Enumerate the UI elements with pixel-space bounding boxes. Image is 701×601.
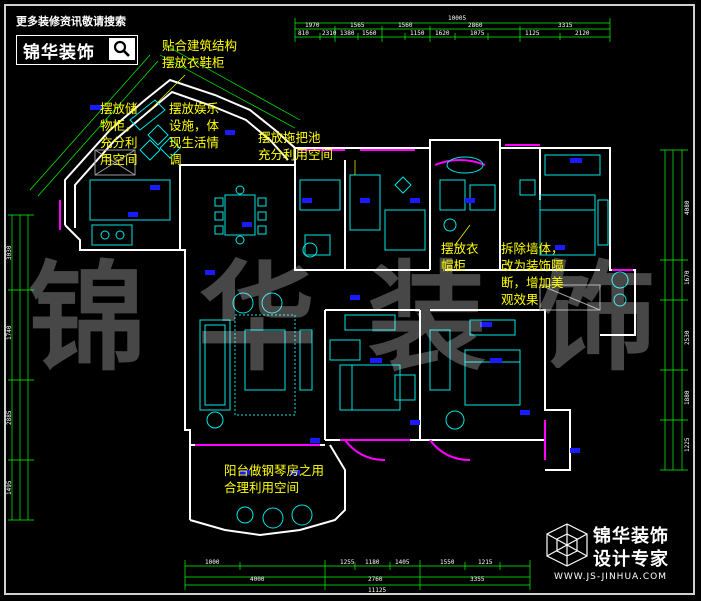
dim-bottom-detail-3: 1180 xyxy=(365,559,380,566)
company-logo: 锦华装饰 设计专家 WWW.JS-JINHUA.COM xyxy=(540,518,690,590)
dimension-right-labels: 4080 1670 2530 1880 1225 xyxy=(684,200,691,452)
note-balcony-piano: 阳台做钢琴房之用 合理利用空间 xyxy=(224,463,325,495)
note-mop-sink: 摆放拖把池 充分利用空间 xyxy=(258,130,334,162)
dim-right-seg-2: 1670 xyxy=(684,270,691,285)
dim-bottom-detail-6: 1215 xyxy=(478,559,493,566)
partitions xyxy=(94,149,601,311)
dim-top-detail-7: 1075 xyxy=(470,30,485,37)
dim-right-seg-1: 4080 xyxy=(684,200,691,215)
dim-bottom-detail-2: 1255 xyxy=(340,559,355,566)
dim-top-detail-3: 1380 xyxy=(340,30,355,37)
logo-name: 锦华装饰 xyxy=(593,526,669,547)
furniture xyxy=(89,99,629,529)
dim-bottom-seg-3: 3355 xyxy=(470,576,485,583)
dim-right-seg-5: 1225 xyxy=(684,437,691,452)
dim-top-seg-4: 2860 xyxy=(468,22,483,29)
dim-top-detail-2: 2310 xyxy=(322,30,337,37)
dim-top-detail-1: 810 xyxy=(298,30,309,37)
dimension-top xyxy=(294,18,611,42)
brand-search-box[interactable]: 锦华装饰 xyxy=(16,35,138,65)
room-label-blocks xyxy=(90,105,582,475)
dimension-left-labels: 3030 1740 2885 1495 xyxy=(6,245,13,495)
dim-right-seg-4: 1880 xyxy=(684,390,691,405)
note-shoe-cabinet: 贴合建筑结构 摆放衣鞋柜 xyxy=(162,38,238,70)
dimension-right xyxy=(660,149,688,471)
dimension-bottom xyxy=(184,560,531,590)
dim-left-seg-3: 2885 xyxy=(6,410,13,425)
dim-top-detail-5: 1150 xyxy=(410,30,425,37)
brand-name: 锦华装饰 xyxy=(23,42,95,63)
dim-right-seg-3: 2530 xyxy=(684,330,691,345)
dim-left-seg-1: 3030 xyxy=(6,245,13,260)
dim-top-detail-6: 1620 xyxy=(435,30,450,37)
dim-top-detail-9: 2120 xyxy=(575,30,590,37)
dim-bottom-detail-4: 1405 xyxy=(395,559,410,566)
dim-bottom-total: 11125 xyxy=(368,587,386,594)
logo-url: WWW.JS-JINHUA.COM xyxy=(554,572,668,582)
dimension-top-labels: 10005 1970 1565 1560 2860 3315 810 2310 … xyxy=(298,15,590,37)
header-note: 更多装修资讯敬请搜索 xyxy=(16,15,126,28)
image-frame xyxy=(4,4,695,595)
logo-mark xyxy=(546,523,588,567)
dim-top-seg-5: 3315 xyxy=(558,22,573,29)
dimension-diagonal xyxy=(29,44,301,197)
note-partition: 拆除墙体， 改为装饰隔 断，增加美 观效果 xyxy=(501,241,564,307)
dim-bottom-seg-2: 2760 xyxy=(368,576,383,583)
dimension-bottom-labels: 1000 1255 1180 1405 1550 1215 4000 2760 … xyxy=(205,559,493,594)
logo-slogan: 设计专家 xyxy=(593,549,669,570)
dim-bottom-detail-1: 1000 xyxy=(205,559,220,566)
dim-top-detail-8: 1125 xyxy=(525,30,540,37)
dimension-left xyxy=(8,214,34,521)
dim-left-seg-4: 1495 xyxy=(6,480,13,495)
dim-top-seg-3: 1560 xyxy=(398,22,413,29)
dim-top-detail-4: 1560 xyxy=(362,30,377,37)
dim-left-seg-2: 1740 xyxy=(6,325,13,340)
note-storage-cabinet: 摆放储 物柜， 充分利 用空间 xyxy=(100,101,138,167)
dim-top-seg-1: 1970 xyxy=(305,22,320,29)
dim-top-total: 10005 xyxy=(448,15,466,22)
note-entertainment: 摆放娱乐 设施，体 现生活情 调 xyxy=(169,101,220,167)
leader-lines xyxy=(149,74,471,246)
dim-top-seg-2: 1565 xyxy=(350,22,365,29)
search-button[interactable] xyxy=(109,38,135,60)
search-icon xyxy=(113,40,130,57)
note-wardrobe: 摆放衣 帽柜 xyxy=(441,241,479,273)
doors-windows xyxy=(59,144,633,461)
dim-bottom-seg-1: 4000 xyxy=(250,576,265,583)
dim-bottom-detail-5: 1550 xyxy=(440,559,455,566)
